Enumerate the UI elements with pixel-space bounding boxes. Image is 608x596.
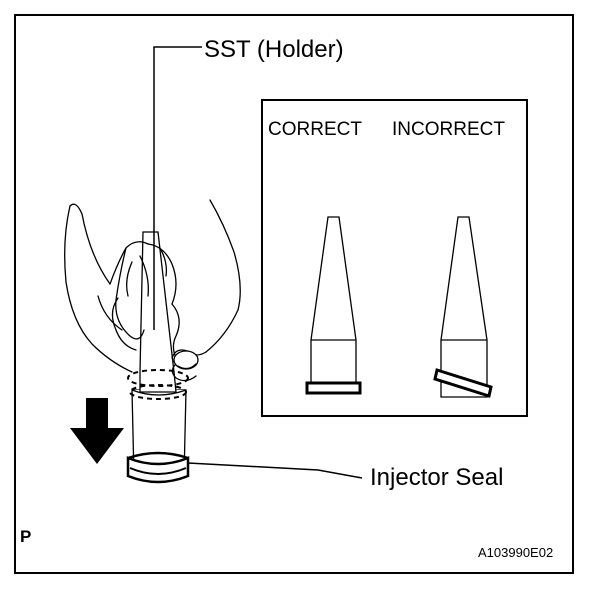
injector-seal-leader-line [187, 462, 363, 479]
injector-seal-label: Injector Seal [370, 464, 504, 491]
correct-tool-illustration [305, 216, 362, 395]
dashed-seal-position [127, 369, 189, 400]
hand-illustration [64, 199, 241, 382]
incorrect-label: INCORRECT [392, 119, 505, 140]
correct-label: CORRECT [268, 119, 362, 140]
sst-leader-line [153, 46, 202, 330]
correct-incorrect-inset [261, 99, 528, 417]
down-arrow-icon [70, 398, 124, 464]
incorrect-tool-illustration [433, 216, 493, 398]
sst-holder-tool [139, 231, 177, 393]
page-letter: P [20, 527, 32, 546]
injector-seal [126, 451, 190, 484]
figure-id: A103990E02 [478, 545, 554, 560]
sst-holder-label: SST (Holder) [204, 36, 344, 63]
figure-frame [14, 14, 574, 574]
